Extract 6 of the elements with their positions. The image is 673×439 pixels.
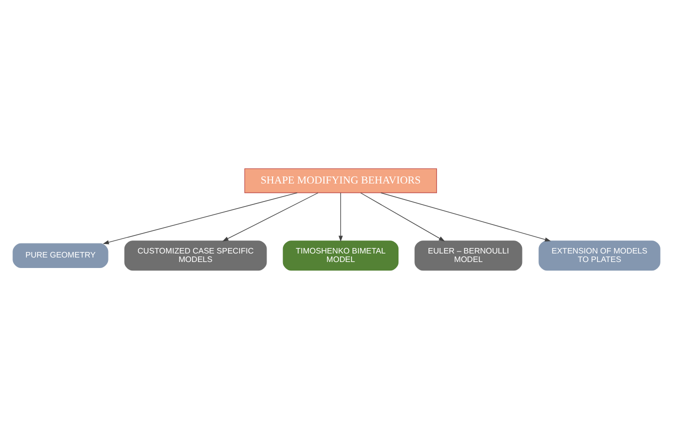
arrow (222, 192, 318, 242)
node-box: SHAPE MODIFYING BEHAVIORS (244, 168, 437, 194)
arrow (102, 192, 298, 244)
arrow (380, 192, 551, 242)
arrow (338, 192, 343, 242)
arrow (360, 192, 445, 242)
